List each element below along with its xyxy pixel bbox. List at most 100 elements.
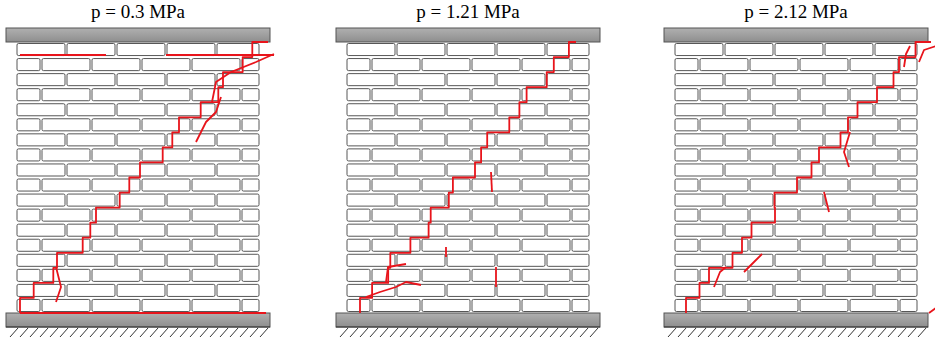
- ground-hatch: [180, 328, 188, 337]
- ground-hatch: [360, 328, 368, 337]
- brick: [775, 74, 823, 86]
- brick: [347, 269, 370, 281]
- crack: [904, 46, 910, 67]
- brick: [522, 89, 570, 101]
- brick: [347, 209, 370, 221]
- ground-hatch: [350, 328, 358, 337]
- brick: [497, 134, 545, 146]
- brick: [347, 149, 370, 161]
- brick: [800, 239, 848, 251]
- top-beam: [664, 28, 928, 42]
- brick: [675, 254, 723, 266]
- ground-hatch: [708, 328, 716, 337]
- ground-hatch: [540, 328, 548, 337]
- ground-hatch: [10, 328, 18, 337]
- brick: [850, 59, 898, 71]
- brick: [547, 104, 589, 116]
- brick: [447, 104, 495, 116]
- brick: [397, 194, 445, 206]
- brick: [422, 179, 470, 191]
- brick: [67, 74, 115, 86]
- pressure-label: p = 1.21 MPa: [416, 0, 520, 24]
- brick: [572, 89, 589, 101]
- brick: [192, 59, 240, 71]
- brick: [875, 74, 917, 86]
- brick: [800, 179, 848, 191]
- brick: [850, 269, 898, 281]
- brick: [700, 239, 748, 251]
- ground-line: [336, 327, 600, 328]
- brick: [347, 119, 370, 131]
- ground-hatch: [808, 328, 816, 337]
- ground-hatch: [908, 328, 916, 337]
- brick: [522, 239, 570, 251]
- crack: [844, 132, 850, 167]
- brick: [675, 59, 698, 71]
- brick: [422, 149, 470, 161]
- brick: [192, 209, 240, 221]
- brick: [875, 164, 917, 176]
- brick: [522, 269, 570, 281]
- brick: [42, 269, 90, 281]
- brick: [572, 239, 589, 251]
- brick: [447, 164, 495, 176]
- ground-hatch: [560, 328, 568, 337]
- brick: [242, 209, 259, 221]
- brick: [572, 299, 589, 311]
- ground-hatch: [440, 328, 448, 337]
- brick: [42, 209, 90, 221]
- ground-hatch: [430, 328, 438, 337]
- brick: [447, 44, 495, 56]
- brick: [522, 209, 570, 221]
- brick: [900, 89, 917, 101]
- brick: [675, 74, 723, 86]
- brick: [142, 239, 190, 251]
- brick: [675, 119, 698, 131]
- ground-line: [6, 327, 270, 328]
- brick: [347, 89, 370, 101]
- brick: [750, 209, 798, 221]
- ground-hatch: [530, 328, 538, 337]
- brick: [800, 299, 848, 311]
- brick: [67, 254, 115, 266]
- brick: [117, 74, 165, 86]
- brick: [700, 89, 748, 101]
- brick: [167, 74, 215, 86]
- ground-hatch: [580, 328, 588, 337]
- brick: [347, 239, 370, 251]
- brick: [372, 269, 420, 281]
- brick: [92, 179, 140, 191]
- brick: [700, 269, 748, 281]
- brick: [547, 284, 589, 296]
- brick: [547, 164, 589, 176]
- brick: [92, 89, 140, 101]
- crack: [386, 264, 406, 282]
- brick: [825, 194, 873, 206]
- brick: [17, 239, 40, 251]
- brick: [242, 149, 259, 161]
- bottom-beam: [336, 313, 600, 327]
- brick: [800, 269, 848, 281]
- brick: [142, 119, 190, 131]
- brick: [497, 194, 545, 206]
- brick: [775, 284, 823, 296]
- brick: [850, 299, 898, 311]
- brick: [675, 179, 698, 191]
- brick: [167, 104, 215, 116]
- ground-hatch: [888, 328, 896, 337]
- brick: [217, 254, 259, 266]
- ground-hatch: [370, 328, 378, 337]
- ground-hatch: [590, 328, 598, 337]
- ground-hatch: [30, 328, 38, 337]
- brick: [875, 254, 917, 266]
- brick: [472, 299, 520, 311]
- ground-hatch: [70, 328, 78, 337]
- brick: [522, 179, 570, 191]
- brick: [167, 164, 215, 176]
- brick: [217, 224, 259, 236]
- brick: [242, 179, 259, 191]
- crack: [495, 267, 497, 287]
- brick: [192, 299, 240, 311]
- brick: [850, 209, 898, 221]
- brick: [397, 104, 445, 116]
